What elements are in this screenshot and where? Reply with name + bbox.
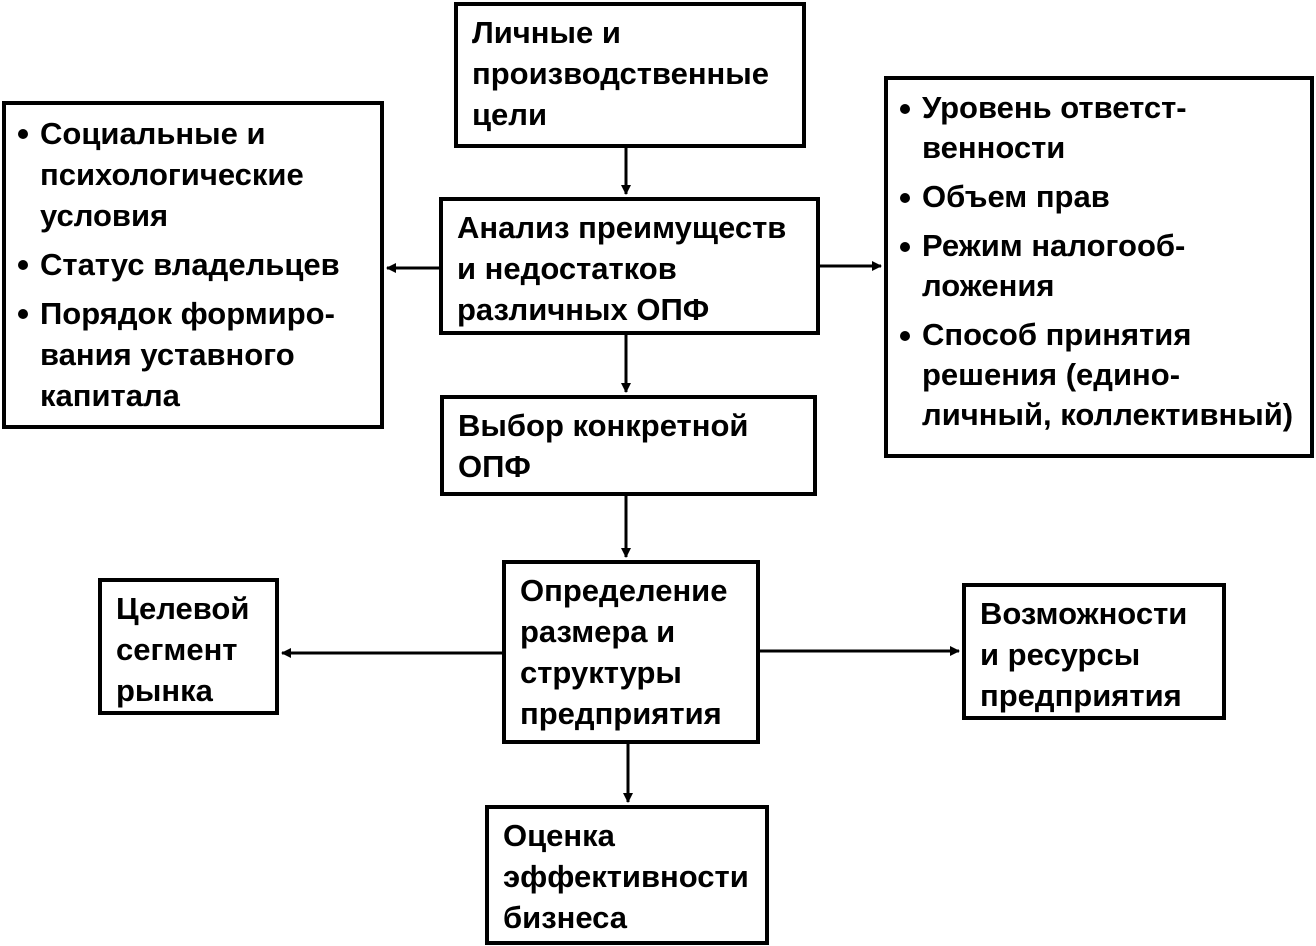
goals-line: цели [472,97,548,132]
right-factor-line: решения (едино- [922,357,1181,392]
define-box: Определение размера и структуры предприя… [502,560,760,744]
define-line: Определение [520,573,728,608]
evaluation-line: Оценка [503,818,615,853]
right-factor-line: личный, коллективный) [922,397,1294,432]
segment-line: сегмент [116,632,238,667]
left-factor-line: Статус владельцев [40,247,340,282]
right-factor-item: Способ принятия решения (едино- личный, … [896,315,1310,435]
analysis-line: и недостатков [457,251,677,286]
choice-line: ОПФ [458,449,531,484]
analysis-line: различных ОПФ [457,292,710,327]
left-factor-item: Статус владельцев [14,244,380,285]
left-factor-line: капитала [40,378,180,413]
define-line: размера и [520,614,676,649]
right-factor-line: Объем прав [922,179,1110,214]
right-factors-box: Уровень ответст- венности Объем прав Реж… [884,76,1314,458]
choice-line: Выбор конкретной [458,408,749,443]
right-factor-item: Объем прав [896,177,1310,217]
choice-box: Выбор конкретной ОПФ [440,395,817,496]
right-factor-item: Режим налогооб- ложения [896,226,1310,306]
resources-line: предприятия [980,678,1182,713]
define-line: структуры [520,655,682,690]
resources-line: и ресурсы [980,637,1141,672]
resources-line: Возможности [980,596,1188,631]
left-factor-item: Социальные и психологические условия [14,113,380,236]
left-factors-box: Социальные и психологические условия Ста… [2,101,384,429]
right-factor-item: Уровень ответст- венности [896,88,1310,168]
left-factor-line: психологические [40,157,304,192]
goals-line: Личные и [472,15,621,50]
left-factor-item: Порядок формиро- вания уставного капитал… [14,293,380,416]
resources-box: Возможности и ресурсы предприятия [962,583,1226,720]
analysis-box: Анализ преимуществ и недостатков различн… [439,197,820,335]
left-factor-line: вания уставного [40,337,295,372]
right-factor-line: Уровень ответст- [922,90,1187,125]
right-factor-line: венности [922,130,1066,165]
left-factor-line: Социальные и [40,116,266,151]
segment-line: рынка [116,673,213,708]
define-line: предприятия [520,696,722,731]
segment-box: Целевой сегмент рынка [98,578,279,715]
right-factor-line: Режим налогооб- [922,228,1186,263]
left-factor-line: условия [40,198,169,233]
left-factor-line: Порядок формиро- [40,296,335,331]
goals-line: производственные [472,56,769,91]
segment-line: Целевой [116,591,250,626]
evaluation-line: эффективности [503,859,749,894]
goals-box: Личные и производственные цели [454,2,806,148]
right-factor-line: ложения [922,268,1055,303]
evaluation-line: бизнеса [503,900,628,935]
right-factor-line: Способ принятия [922,317,1192,352]
evaluation-box: Оценка эффективности бизнеса [485,805,769,945]
analysis-line: Анализ преимуществ [457,210,787,245]
